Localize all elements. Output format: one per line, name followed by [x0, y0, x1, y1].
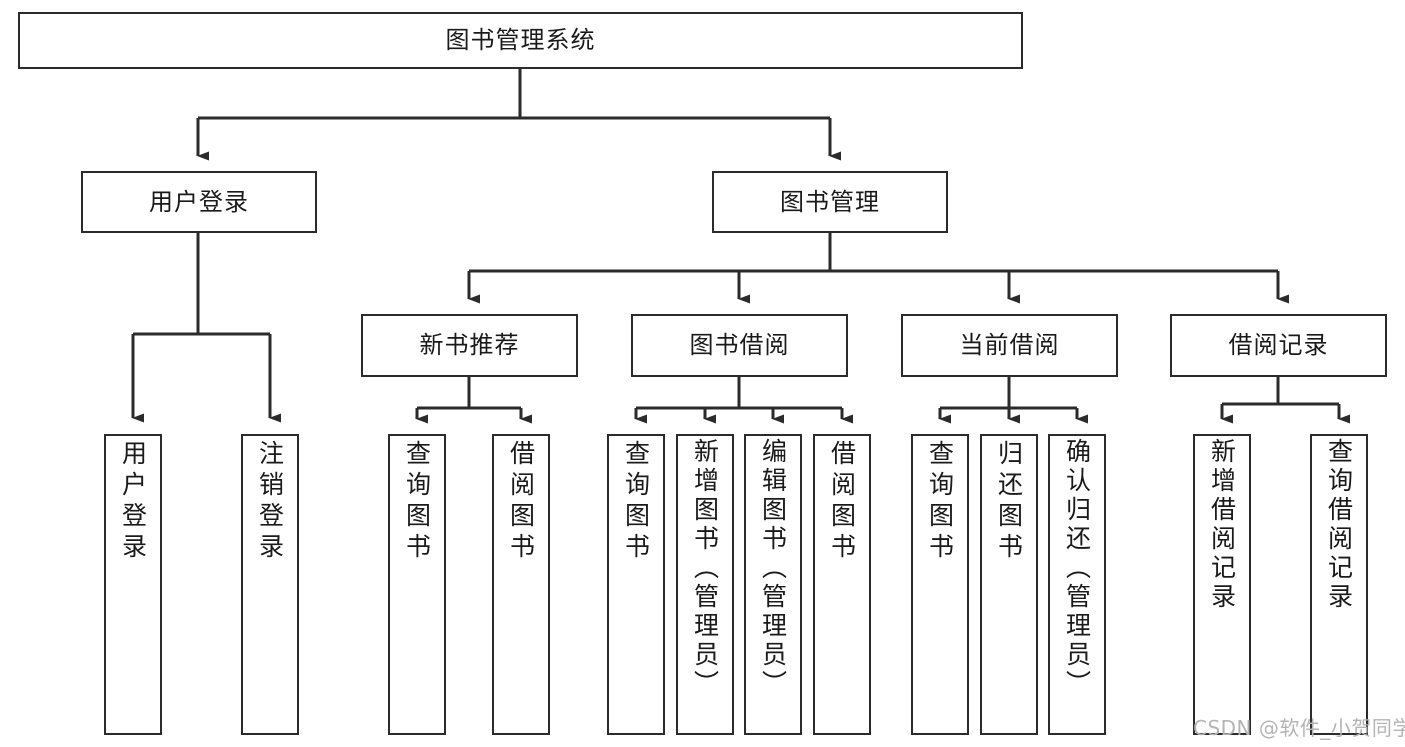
node-leaf-user-logout[interactable]: 注销登录 — [241, 434, 299, 735]
node-book-manage[interactable]: 图书管理 — [712, 171, 948, 233]
node-leaf-borrow-book-1-label: 借阅图书 — [506, 440, 536, 564]
node-leaf-query-book-3-label: 查询图书 — [925, 440, 955, 564]
node-leaf-query-record-label: 查询借阅记录 — [1324, 438, 1354, 612]
node-leaf-return-book-label: 归还图书 — [994, 440, 1024, 564]
node-leaf-add-book-label: 新增图书（管理员） — [690, 438, 720, 699]
csdn-watermark: CSDN @软件_小贺同学 — [1193, 716, 1405, 740]
node-user-login[interactable]: 用户登录 — [81, 171, 317, 233]
node-borrow-record[interactable]: 借阅记录 — [1170, 314, 1387, 377]
node-book-borrow[interactable]: 图书借阅 — [631, 314, 848, 377]
node-leaf-confirm-return-label: 确认归还（管理员） — [1062, 438, 1092, 699]
node-leaf-add-record-label: 新增借阅记录 — [1207, 438, 1237, 612]
node-root-label: 图书管理系统 — [445, 26, 596, 55]
node-new-book-recommend-label: 新书推荐 — [419, 331, 520, 360]
node-current-borrow-label: 当前借阅 — [959, 331, 1060, 360]
node-leaf-query-book-1[interactable]: 查询图书 — [388, 434, 446, 735]
node-leaf-query-book-1-label: 查询图书 — [402, 440, 432, 564]
node-leaf-query-book-2[interactable]: 查询图书 — [607, 434, 665, 735]
node-leaf-user-login[interactable]: 用户登录 — [104, 434, 162, 735]
node-leaf-add-book[interactable]: 新增图书（管理员） — [676, 434, 734, 735]
node-current-borrow[interactable]: 当前借阅 — [901, 314, 1118, 377]
node-leaf-edit-book[interactable]: 编辑图书（管理员） — [744, 434, 802, 735]
node-leaf-borrow-book-1[interactable]: 借阅图书 — [492, 434, 550, 735]
node-leaf-add-record[interactable]: 新增借阅记录 — [1193, 434, 1251, 735]
node-new-book-recommend[interactable]: 新书推荐 — [361, 314, 578, 377]
node-root[interactable]: 图书管理系统 — [18, 12, 1023, 69]
node-leaf-query-book-3[interactable]: 查询图书 — [911, 434, 969, 735]
node-leaf-return-book[interactable]: 归还图书 — [980, 434, 1038, 735]
node-leaf-borrow-book-2-label: 借阅图书 — [827, 440, 857, 564]
node-leaf-borrow-book-2[interactable]: 借阅图书 — [813, 434, 871, 735]
node-leaf-user-login-label: 用户登录 — [118, 440, 148, 564]
node-user-login-label: 用户登录 — [149, 187, 249, 216]
node-leaf-query-book-2-label: 查询图书 — [621, 440, 651, 564]
node-leaf-edit-book-label: 编辑图书（管理员） — [758, 438, 788, 699]
node-leaf-user-logout-label: 注销登录 — [255, 440, 285, 564]
node-book-manage-label: 图书管理 — [780, 187, 880, 216]
node-leaf-query-record[interactable]: 查询借阅记录 — [1310, 434, 1368, 735]
node-borrow-record-label: 借阅记录 — [1228, 331, 1329, 360]
node-leaf-confirm-return[interactable]: 确认归还（管理员） — [1048, 434, 1106, 735]
node-book-borrow-label: 图书借阅 — [689, 331, 790, 360]
